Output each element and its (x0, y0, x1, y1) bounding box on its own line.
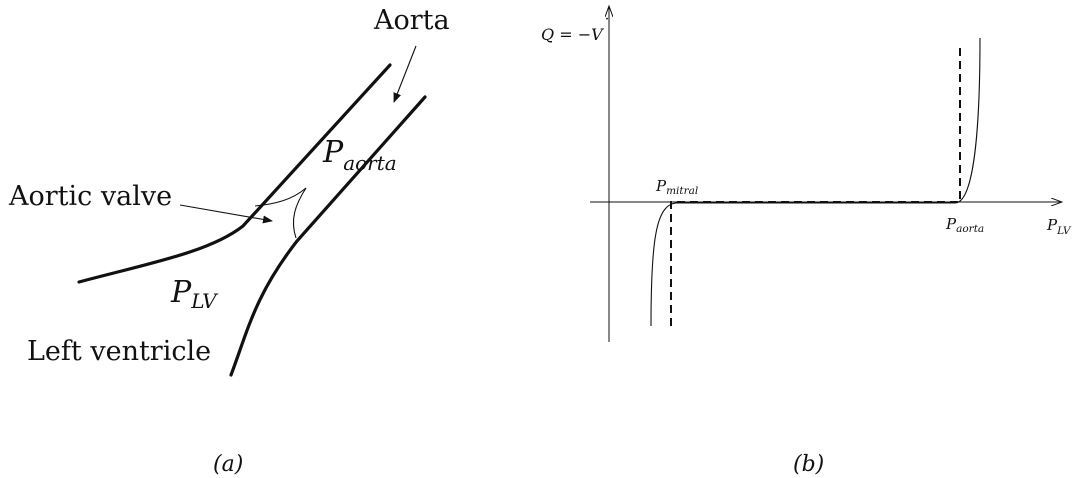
x-axis-label: PLV (1046, 216, 1072, 237)
ventricle-lower-wall (229, 95, 427, 377)
p-aorta-main: P (322, 135, 344, 170)
ideal-valve-curve (670, 45, 961, 326)
p-aorta-sub: aorta (343, 151, 397, 175)
p-mitral-main: P (655, 177, 667, 195)
p-mitral-sub: mitral (666, 185, 698, 197)
aortic-valve-upper-leaflet (254, 187, 307, 239)
realistic-valve-curve (650, 37, 981, 327)
left-ventricle-label: Left ventricle (27, 336, 211, 367)
p-aorta-axis-sub: aorta (956, 223, 984, 235)
panel-a-caption: (a) (213, 452, 243, 477)
x-axis-sub: LV (1056, 225, 1072, 237)
ventricle-upper-wall (77, 63, 392, 284)
aorta-pointer-arrow (393, 45, 417, 103)
p-lv-label: PLV (170, 275, 219, 313)
aorta-label: Aorta (373, 5, 450, 36)
y-axis-label: Q = −V (541, 25, 604, 44)
panel-a: Aorta Aortic valve Left ventricle Paorta… (8, 5, 450, 477)
y-axis-dot: ˙ (603, 15, 611, 34)
aortic-valve-label: Aortic valve (8, 181, 172, 212)
x-axis-main: P (1046, 216, 1058, 234)
p-aorta-axis-label: Paorta (945, 215, 984, 235)
y-axis-label-text: Q = −V (541, 25, 604, 44)
panel-b-caption: (b) (793, 452, 824, 477)
p-lv-sub: LV (190, 289, 219, 313)
p-lv-main: P (170, 275, 192, 310)
p-aorta-axis-main: P (945, 215, 957, 233)
p-mitral-label: Pmitral (655, 177, 698, 197)
aortic-valve-pointer-arrow (179, 204, 273, 224)
panel-b: Q = −V ˙ PLV Pmitral Paorta (b) (541, 6, 1072, 477)
p-aorta-label: Paorta (322, 135, 397, 175)
